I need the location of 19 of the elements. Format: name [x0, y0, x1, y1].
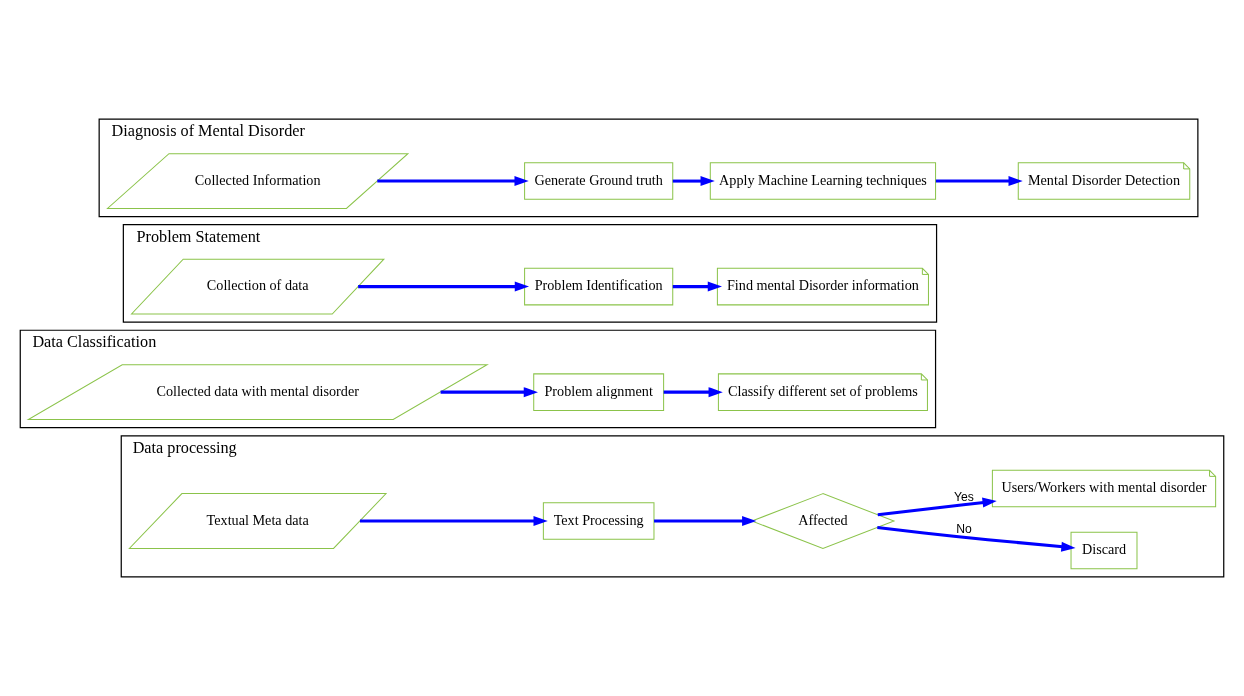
arrow — [654, 516, 757, 526]
arrow — [672, 281, 722, 292]
node-box: Discard — [1070, 531, 1138, 570]
edge-label: No — [956, 521, 972, 536]
node-box: Text Processing — [542, 502, 655, 540]
arrow — [877, 497, 997, 517]
arrow — [672, 176, 715, 187]
node-box: Problem Identification — [524, 267, 674, 306]
arrow — [358, 281, 529, 292]
arrow — [359, 516, 548, 526]
edge-label: Yes — [954, 490, 974, 505]
node-box: Problem alignment — [533, 373, 665, 411]
arrow — [663, 387, 723, 398]
arrow — [377, 176, 529, 187]
arrow — [877, 526, 1076, 552]
arrow — [935, 176, 1023, 187]
arrow — [440, 387, 538, 398]
node-box: Apply Machine Learning techniques — [709, 162, 937, 200]
node-box: Generate Ground truth — [524, 162, 674, 200]
